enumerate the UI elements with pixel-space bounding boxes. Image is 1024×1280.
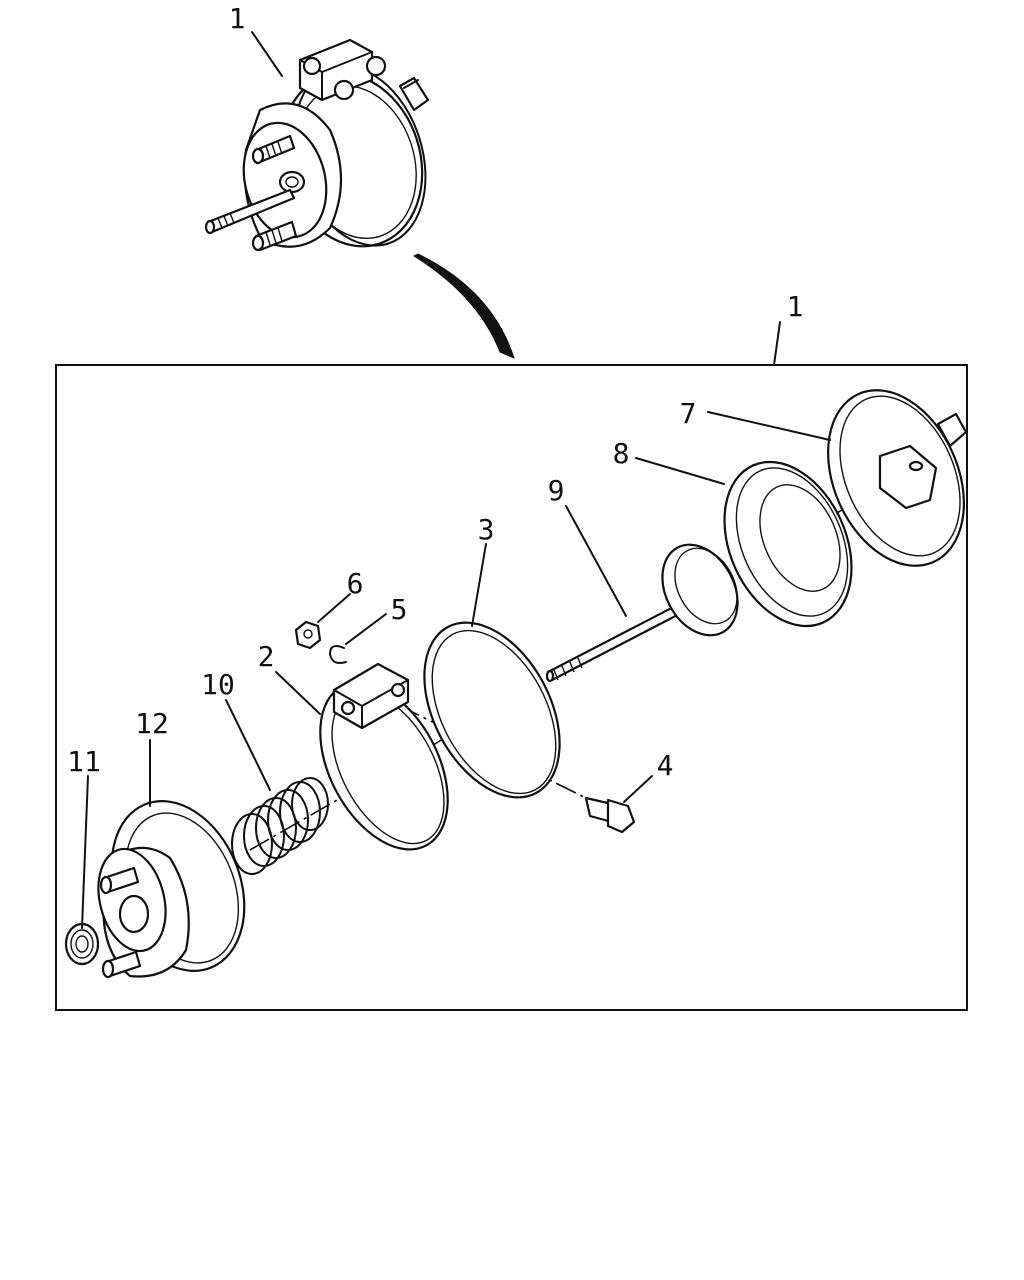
callout-4: 4 — [657, 749, 674, 782]
callout-10: 10 — [201, 668, 235, 701]
callout-9: 9 — [548, 474, 565, 507]
part-pressure-housing — [827, 389, 968, 567]
callout-5: 5 — [391, 593, 408, 626]
part-return-spring — [231, 777, 329, 875]
callout-11: 11 — [67, 745, 101, 778]
callout-6: 6 — [347, 567, 364, 600]
callout-2: 2 — [258, 640, 275, 673]
callout-1-top: 1 — [229, 2, 246, 35]
push-rod-top — [204, 188, 296, 235]
part-nut — [294, 620, 322, 650]
callout-1-box: 1 — [787, 290, 804, 323]
part-bolt — [584, 796, 636, 834]
part-clamp-ring — [319, 662, 449, 851]
callout-3: 3 — [478, 513, 495, 546]
assembled-brake-chamber — [204, 38, 430, 252]
exploded-view-frame — [55, 364, 968, 1011]
part-seal-ring — [423, 621, 561, 799]
callout-12: 12 — [135, 707, 169, 740]
part-diaphragm — [723, 460, 853, 628]
callout-labels: 1 1 7 8 9 3 6 5 2 10 12 11 4 — [67, 2, 803, 782]
part-lock-nut — [64, 922, 100, 966]
part-non-pressure-housing — [97, 800, 246, 979]
callout-8: 8 — [613, 437, 630, 470]
leader-lines — [81, 31, 831, 929]
callout-7: 7 — [680, 397, 697, 430]
part-washer — [329, 645, 347, 664]
stud-top — [251, 134, 296, 165]
pointer-arrow — [412, 253, 515, 359]
stud-bottom — [251, 220, 298, 252]
part-push-plate — [661, 543, 739, 637]
